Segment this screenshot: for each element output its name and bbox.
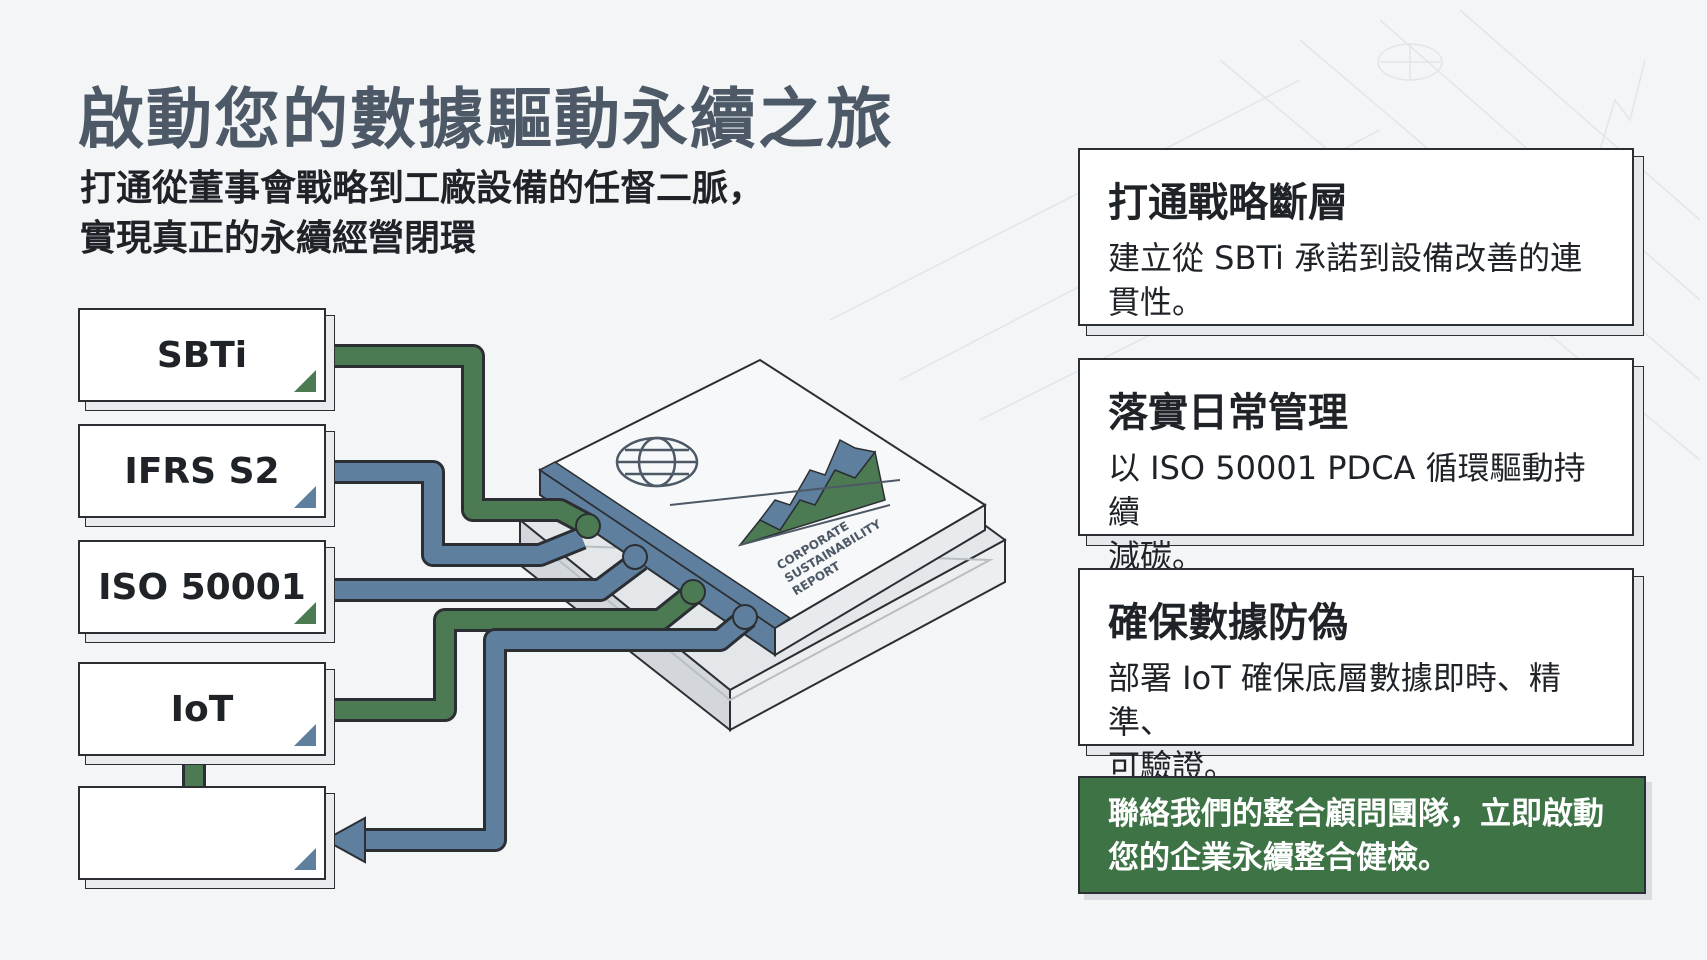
source-box-sbti: SBTi — [78, 308, 326, 402]
corner-marker-icon — [294, 370, 316, 392]
benefit-card-strategy: 打通戰略斷層 建立從 SBTi 承諾到設備改善的連 貫性。 — [1078, 148, 1634, 326]
growth-chart-graphic — [669, 438, 901, 547]
source-box-iso-50001: ISO 50001 — [78, 540, 326, 634]
source-label: ISO 50001 — [98, 566, 306, 608]
sustainability-report-book: CORPORATE SUSTAINABILITY REPORT — [538, 358, 987, 657]
card-title: 確保數據防偽 — [1108, 600, 1348, 646]
card-title: 打通戰略斷層 — [1108, 180, 1348, 226]
source-box-iot: IoT — [78, 662, 326, 756]
globe-icon — [615, 436, 699, 488]
corner-marker-icon — [294, 848, 316, 870]
corner-marker-icon — [294, 724, 316, 746]
source-box-empty — [78, 786, 326, 880]
card-text: 以 ISO 50001 PDCA 循環驅動持續 減碳。 — [1108, 449, 1586, 575]
subtitle-line-2: 實現真正的永續經營閉環 — [80, 218, 477, 259]
corner-marker-icon — [294, 602, 316, 624]
corner-marker-icon — [294, 486, 316, 508]
cta-line-2: 您的企業永續整合健檢。 — [1108, 840, 1449, 876]
card-text: 部署 IoT 確保底層數據即時、精準、 可驗證。 — [1108, 659, 1561, 785]
page-subtitle: 打通從董事會戰略到工廠設備的任督二脈， 實現真正的永續經營閉環 — [80, 164, 764, 264]
benefit-card-management: 落實日常管理 以 ISO 50001 PDCA 循環驅動持續 減碳。 — [1078, 358, 1634, 575]
card-title: 落實日常管理 — [1108, 390, 1348, 436]
subtitle-line-1: 打通從董事會戰略到工廠設備的任督二脈， — [80, 168, 765, 209]
cta-line-1: 聯絡我們的整合顧問團隊，立即啟動 — [1108, 796, 1604, 832]
source-label: SBTi — [156, 334, 248, 376]
source-label: IoT — [170, 688, 234, 730]
page-title: 啟動您的數據驅動永續之旅 — [78, 81, 894, 158]
source-box-ifrs-s2: IFRS S2 — [78, 424, 326, 518]
source-label: IFRS S2 — [124, 450, 280, 492]
card-text: 建立從 SBTi 承諾到設備改善的連 貫性。 — [1108, 239, 1583, 321]
contact-cta-banner[interactable]: 聯絡我們的整合顧問團隊，立即啟動 您的企業永續整合健檢。 — [1078, 776, 1646, 894]
benefit-card-data-integrity: 確保數據防偽 部署 IoT 確保底層數據即時、精準、 可驗證。 — [1078, 568, 1634, 785]
arrow-left-icon — [322, 816, 366, 864]
